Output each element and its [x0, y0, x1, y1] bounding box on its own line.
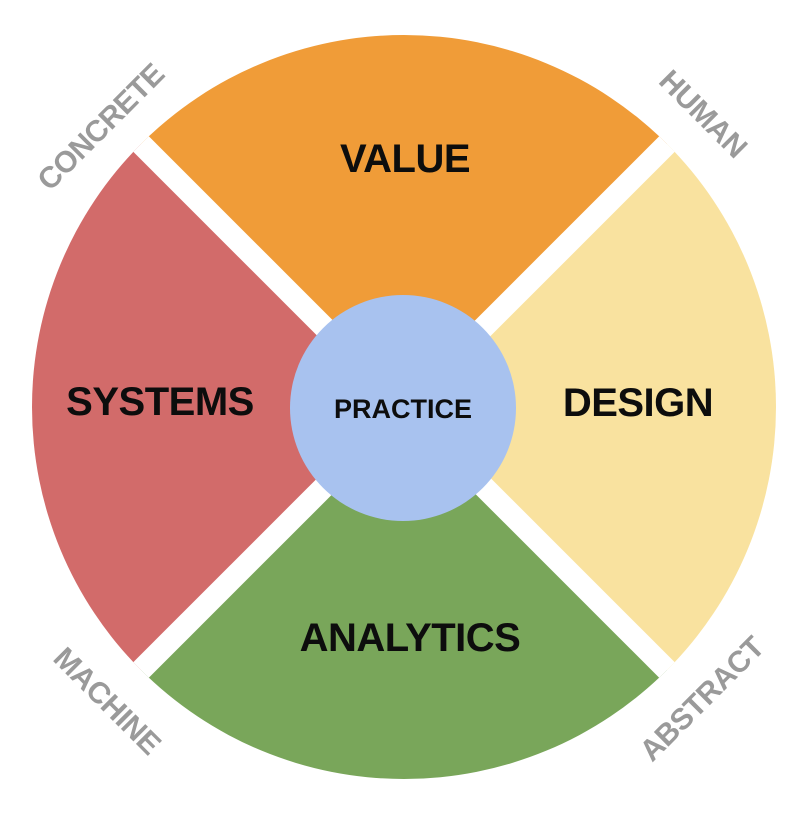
center-circle — [290, 295, 516, 521]
label-analytics: ANALYTICS — [300, 616, 521, 660]
label-value: VALUE — [340, 137, 470, 181]
label-practice: PRACTICE — [334, 394, 472, 424]
label-design: DESIGN — [563, 381, 713, 425]
label-systems: SYSTEMS — [66, 380, 254, 424]
